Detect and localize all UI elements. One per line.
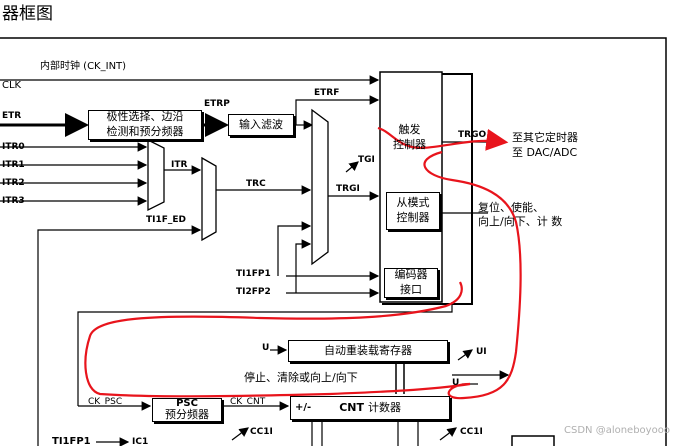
auto-reload-register-block: 自动重装载寄存器 (288, 340, 448, 362)
trgi-label: TRGI (336, 184, 360, 194)
autoreload-label: 自动重装载寄存器 (324, 343, 412, 357)
cc1i-label-left: CC1I (250, 427, 273, 437)
mux-trc (201, 156, 217, 242)
trgo-label: TRGO (458, 130, 487, 140)
itr3-label: ITR3 (2, 196, 25, 206)
watermark: CSDN @aloneboyooo (564, 425, 670, 436)
u-label-left: U (262, 343, 270, 353)
ti1fp1-bottom-label: TI1FP1 (52, 436, 91, 447)
encoder-line1: 编码器 (394, 268, 428, 282)
input-filter-block: 输入滤波 (228, 114, 294, 136)
u-label-right: U (452, 378, 460, 388)
plus-minus-label: +/- (295, 402, 312, 414)
red-annotation-trgo (377, 126, 509, 151)
cnt-label: CNT (339, 400, 364, 414)
counter-label: 计数器 (367, 400, 401, 414)
cc1i-label-right: CC1I (460, 427, 483, 437)
trc-label: TRC (246, 179, 266, 189)
cnt-counter-block: +/- CNT 计数器 (290, 396, 450, 420)
to-dac-adc-label: 至 DAC/ADC (512, 146, 578, 159)
trigger-line1: 触发 (398, 123, 421, 136)
slave-line2: 控制器 (396, 211, 430, 224)
controller-shadow (382, 73, 473, 305)
itr1-label: ITR1 (2, 160, 25, 170)
ic1-label: IC1 (132, 437, 149, 447)
ti1fp1-label: TI1FP1 (236, 269, 271, 279)
itr-label: ITR (171, 160, 188, 170)
slave-line1: 从模式 (396, 196, 430, 210)
mux-itr (147, 138, 165, 212)
ck-psc-label: CK_PSC (88, 397, 123, 407)
trigger-line2: 控制器 (393, 138, 426, 152)
slave-mode-controller-block: 从模式控制器 (386, 192, 440, 230)
ck-cnt-label: CK_CNT (230, 397, 266, 407)
polarity-line1: 极性选择、边沿 (106, 110, 184, 124)
psc-label: PSC (176, 397, 198, 409)
etrf-label: ETRF (314, 88, 340, 98)
internal-clock-label: 内部时钟 (CK_INT) (40, 61, 127, 72)
reset-enable-label: 复位、使能、 (478, 201, 544, 214)
mux-trgi (311, 108, 329, 266)
prescaler-label: 预分频器 (165, 408, 209, 422)
ti2fp2-label: TI2FP2 (236, 287, 271, 297)
polarity-edge-prescaler-block: 极性选择、边沿检测和预分频器 (88, 110, 202, 140)
to-other-timers-label: 至其它定时器 (512, 131, 578, 144)
ui-label: UI (476, 347, 487, 357)
controller-block (379, 71, 443, 303)
diagram-title: 器框图 (2, 4, 53, 24)
etrp-label: ETRP (204, 99, 230, 109)
outer-frame (0, 37, 667, 446)
polarity-line2: 检测和预分频器 (106, 125, 184, 138)
up-down-count-label: 向上/向下、计 数 (478, 215, 563, 228)
red-annotation-loop (84, 150, 522, 400)
input-filter-label: 输入滤波 (239, 117, 283, 131)
ti1f-ed-label: TI1F_ED (146, 215, 187, 225)
stop-clear-label: 停止、清除或向上/向下 (244, 371, 358, 384)
psc-prescaler-block: PSC 预分频器 (152, 398, 222, 422)
tgi-label: TGI (358, 155, 375, 165)
etr-label: ETR (2, 111, 22, 121)
encoder-interface-block: 编码器接口 (384, 268, 438, 298)
trigger-controller-label: 触发控制器 (393, 122, 426, 153)
clk-label: CLK (2, 80, 22, 91)
itr0-label: ITR0 (2, 142, 25, 152)
itr2-label: ITR2 (2, 178, 25, 188)
encoder-line2: 接口 (400, 283, 422, 296)
